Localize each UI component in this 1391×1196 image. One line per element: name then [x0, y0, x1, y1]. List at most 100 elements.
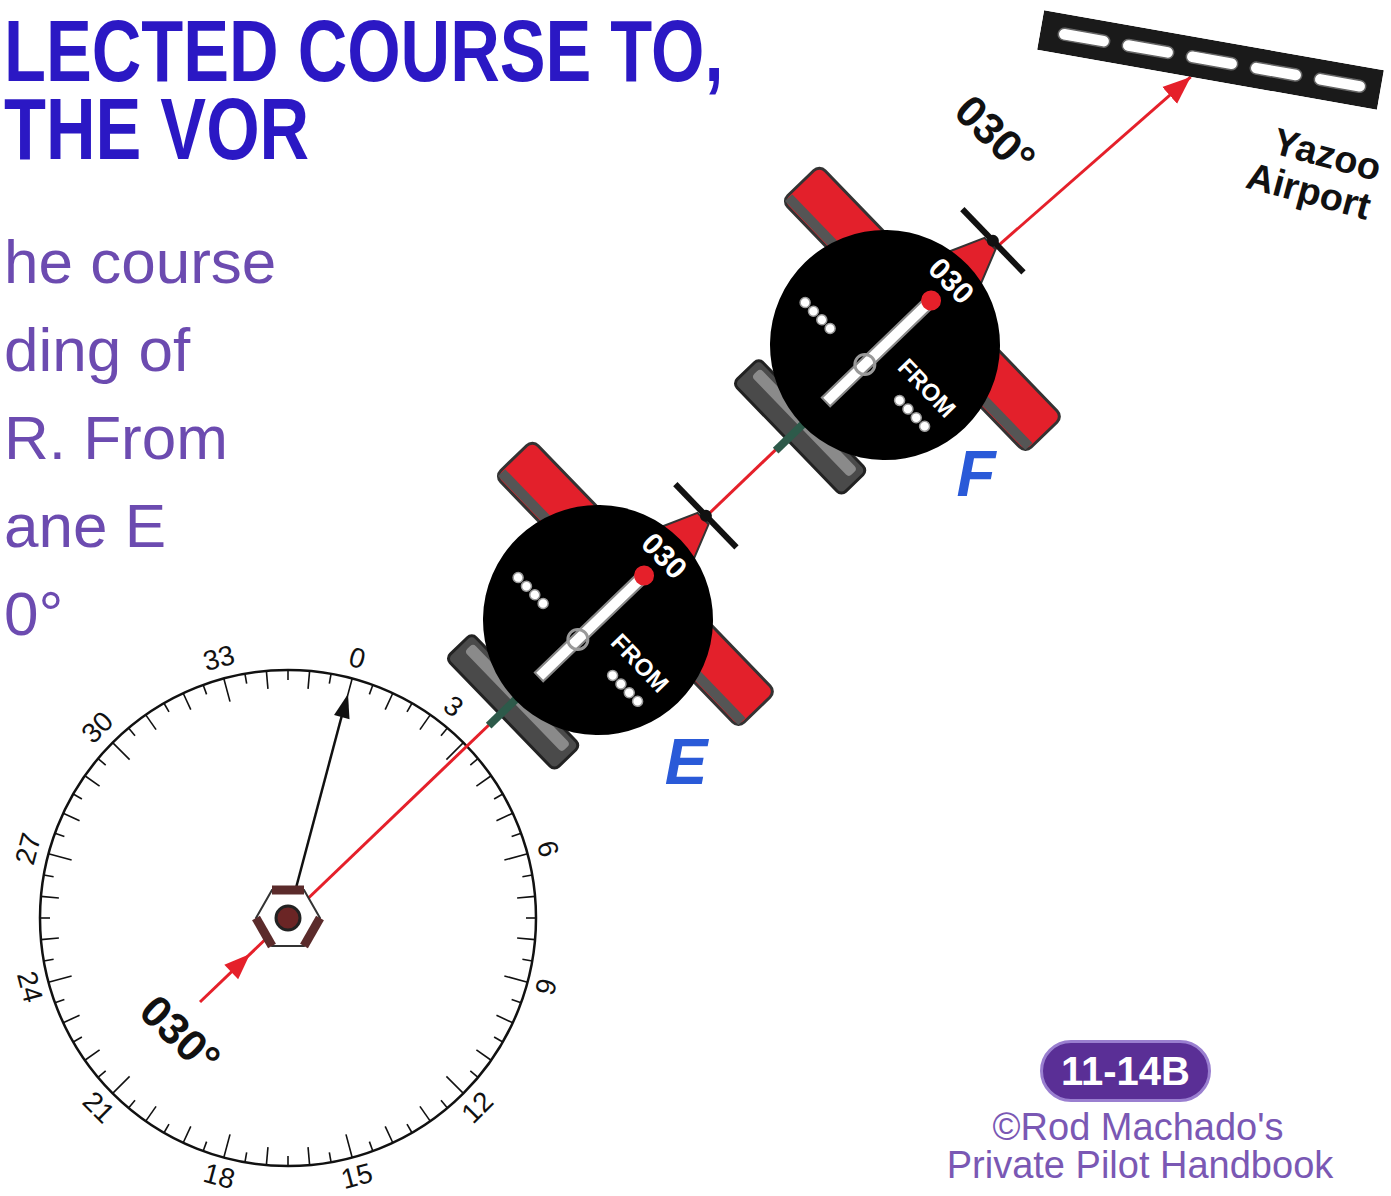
compass-tick [329, 1152, 331, 1162]
course-line [200, 700, 515, 1002]
body-text: 0° [4, 580, 63, 648]
compass-tick [55, 833, 64, 836]
compass-tick [476, 1050, 491, 1060]
compass-tick [73, 1037, 82, 1042]
compass-number: 27 [10, 830, 48, 868]
compass-tick [164, 703, 169, 712]
compass-rose [40, 670, 536, 1166]
body-text: ane E [4, 492, 166, 560]
compass-tick [329, 674, 331, 684]
airplane [367, 386, 832, 852]
compass-tick [245, 1152, 247, 1162]
north-needle [288, 700, 346, 918]
compass-number: 9 [530, 976, 564, 999]
compass-tick [496, 1015, 512, 1023]
compass-tick [85, 1050, 100, 1060]
title-text: LECTED COURSE TO, THE VOR [4, 12, 784, 168]
compass-number: 0 [346, 642, 369, 676]
airport-name: Yazoo Airport [1200, 106, 1385, 227]
body-text: R. From [4, 404, 228, 472]
compass-tick [113, 1076, 130, 1093]
compass-tick [407, 1124, 412, 1133]
airplane [654, 111, 1119, 577]
compass-tick [146, 715, 156, 730]
compass-tick [287, 670, 289, 680]
compass-tick [494, 1037, 503, 1042]
body-text: ding of [4, 316, 190, 384]
compass-tick [245, 674, 247, 684]
compass-tick [129, 1100, 135, 1108]
compass-tick [63, 1015, 79, 1023]
compass-tick [504, 976, 527, 982]
compass-tick [346, 1134, 352, 1157]
compass-tick [494, 794, 503, 799]
compass-tick [41, 938, 59, 940]
needle-head [334, 692, 356, 719]
compass-tick [129, 728, 135, 736]
compass-tick [203, 685, 206, 694]
body-text: he course [4, 228, 276, 296]
compass-tick [146, 1106, 156, 1121]
course-label: 030° [130, 986, 229, 1084]
compass-tick [183, 1126, 191, 1142]
compass-number: 24 [10, 968, 48, 1006]
compass-tick [266, 671, 268, 689]
compass-tick [308, 1147, 310, 1165]
copyright-text: Private Pilot Handbook [947, 1145, 1334, 1187]
compass-tick [85, 776, 100, 786]
copyright-text: ©Rod Machado's [993, 1107, 1284, 1149]
compass-tick [441, 1100, 447, 1108]
figure-badge: 11-14B [1040, 1040, 1211, 1102]
compass-tick [183, 693, 191, 709]
compass-tick [420, 715, 430, 730]
compass-tick [48, 976, 71, 982]
compass-tick [44, 959, 54, 961]
compass-tick [512, 999, 521, 1002]
cdi-needle [435, 457, 760, 782]
compass-tick [517, 938, 535, 940]
vor-indicator: 030FROM [722, 182, 1047, 507]
compass-tick [385, 693, 393, 709]
vor-indicator: 030FROM [435, 457, 760, 782]
compass-tick [496, 813, 512, 821]
compass-tick [113, 743, 130, 760]
compass-number: 15 [338, 1158, 376, 1196]
compass-number: 33 [200, 640, 238, 678]
compass-tick [48, 854, 71, 860]
compass-tick [420, 1106, 430, 1121]
airport-runway: Yazoo Airport [1037, 10, 1384, 109]
compass-tick [522, 875, 532, 877]
compass-tick [407, 703, 412, 712]
compass-tick [441, 728, 447, 736]
compass-tick [385, 1126, 393, 1142]
course-label: 030° [945, 86, 1044, 184]
airplane-letter: F [956, 439, 995, 509]
compass-tick [476, 776, 491, 786]
compass-tick [203, 1142, 206, 1151]
compass-tick [446, 1076, 463, 1093]
compass-number: 18 [200, 1158, 238, 1196]
compass-tick [98, 1071, 106, 1077]
compass-tick [522, 959, 532, 961]
compass-tick [40, 917, 50, 919]
vor-station [256, 890, 320, 946]
compass-tick [41, 896, 59, 898]
cdi-needle [722, 182, 1047, 507]
compass-tick [98, 759, 106, 765]
compass-tick [517, 896, 535, 898]
compass-tick [224, 678, 230, 701]
compass-ticks [40, 670, 536, 1166]
compass-tick [470, 759, 478, 765]
compass-tick [369, 685, 372, 694]
compass-tick [73, 794, 82, 799]
course-arrowhead [224, 947, 257, 979]
figure-number: 11-14B [1061, 1047, 1190, 1095]
compass-tick [308, 671, 310, 689]
compass-tick [369, 1142, 372, 1151]
compass-tick [63, 813, 79, 821]
compass-tick [164, 1124, 169, 1133]
compass-tick [55, 999, 64, 1002]
compass-number: 3 [437, 690, 468, 724]
compass-number: 6 [530, 837, 564, 860]
compass-tick [526, 917, 536, 919]
